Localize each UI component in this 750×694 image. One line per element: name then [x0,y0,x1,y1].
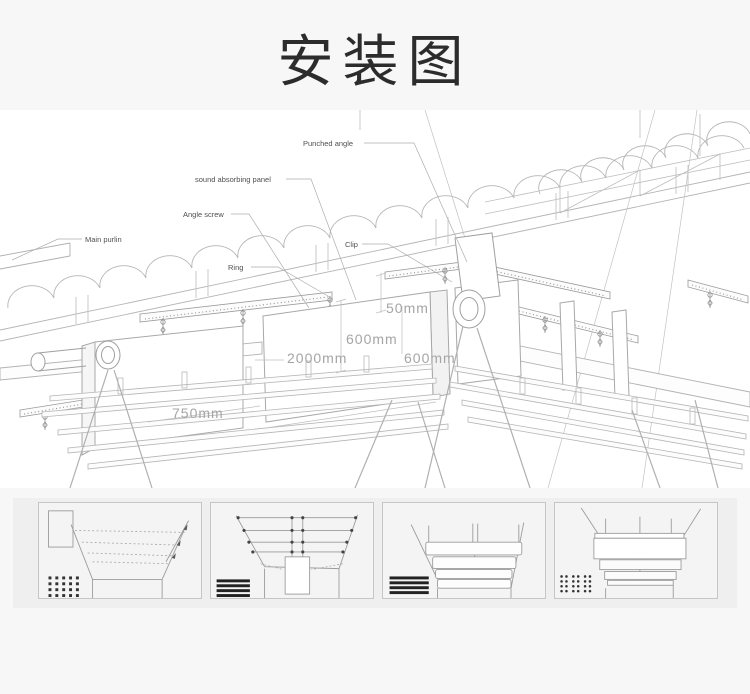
dim-panel-spacing: 600mm [404,350,456,366]
corrugated-roof [0,121,750,342]
thumbnail-hanging-grid [210,502,374,599]
room-front-hanging-grid-diagram [216,514,359,598]
ring-hangers [30,232,501,372]
page-title: 安装图 [277,29,473,93]
dim-bottom-drop: 750mm [172,405,224,421]
thumbnail-baffle-rows-wide-panel [554,502,718,599]
installation-pattern-thumbnails [13,498,737,608]
dim-top-gap: 50mm [386,300,429,316]
thumbnail-baffle-rows [382,502,546,599]
stage-screen-icon [284,556,311,595]
bar-stack-icon [216,579,250,598]
dimension-lines [147,272,437,429]
support-legs [69,325,719,488]
main-purlin-beam [0,242,71,270]
roof-framing [359,110,750,215]
bar-stack-icon [389,576,429,595]
label-main-purlin: Main purlin [85,235,122,244]
dot-grid-icon [48,576,79,598]
installation-isometric-drawing: Punched angle sound absorbing panel Angl… [0,110,750,488]
leader-lines [11,142,468,309]
callout-labels: Punched angle sound absorbing panel Angl… [85,139,358,272]
room-section-sound-projection-diagram [48,510,189,598]
label-ring: Ring [228,263,243,272]
label-angle-screw: Angle screw [183,210,224,219]
main-installation-diagram: Punched angle sound absorbing panel Angl… [0,110,750,488]
label-punched-angle: Punched angle [303,139,353,148]
ceiling-battens [41,355,749,470]
dot-grid-icon [560,575,592,593]
thumbnail-room-section [38,502,202,599]
label-clip: Clip [345,240,358,249]
dim-panel-height: 600mm [346,331,398,347]
dim-panel-length: 2000mm [287,350,347,366]
page-header: 安装图 [0,0,750,110]
bracing-cables [424,110,698,488]
label-sound-absorbing-panel: sound absorbing panel [195,175,271,184]
punched-angle-rails [19,260,749,418]
stacked-baffle-rows-diagram [389,522,525,598]
stacked-baffle-rows-with-wide-panel-diagram [560,507,702,598]
dimension-texts: 50mm 600mm 2000mm 600mm 750mm [172,300,456,421]
